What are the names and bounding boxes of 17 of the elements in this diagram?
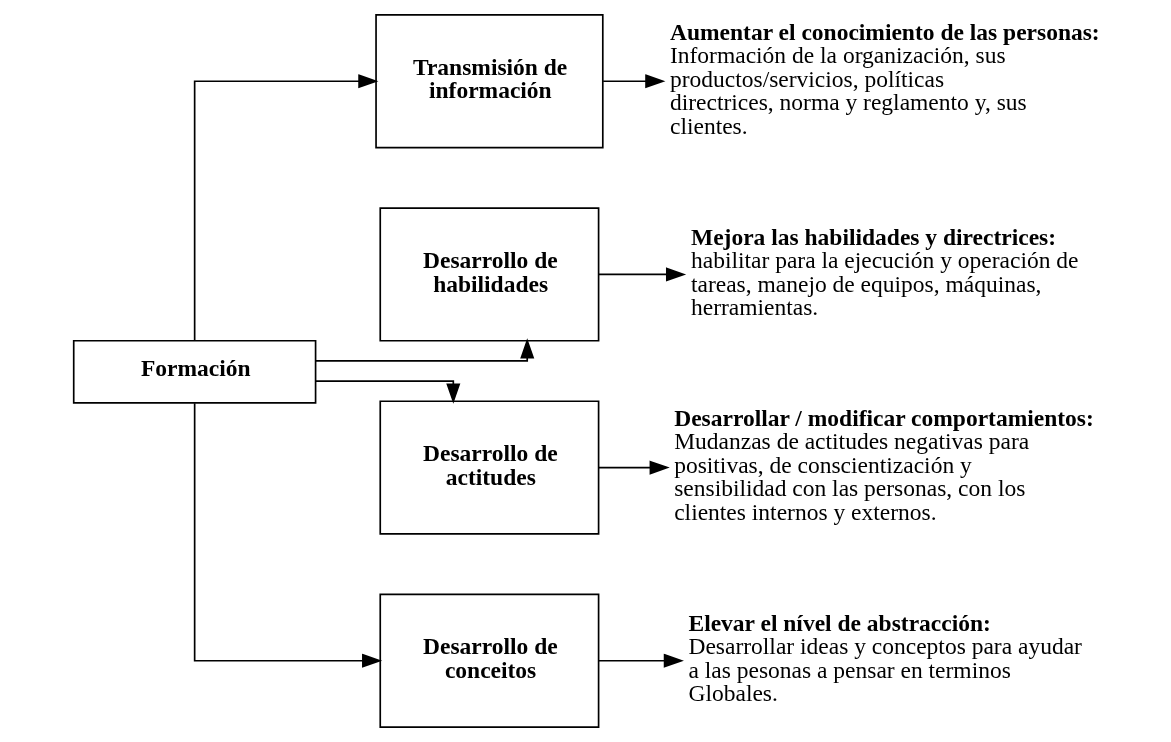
arrow [193,402,382,668]
node-text: Aumentar el conocimiento de las personas: Información de la organización, sus productos/servicios, políticas directrices, norma y reglamento y, sus clientes. [669,18,1100,139]
arrow [601,74,665,89]
node-box: Desarrollo de actitudes [378,400,599,535]
arrow [597,460,670,475]
arrow [597,267,686,282]
arrow [314,338,534,362]
node-box: Desarrollo de habilidades [378,207,599,342]
arrow [597,653,684,668]
node-box: Desarrollo de conceitos [378,593,599,728]
arrow [314,380,460,404]
node-text: Desarrollar / modificar comportamientos: Mudanzas de actitudes negativas para positivas, de conscientización y sensibilidad con las personas, con los clientes internos y externos. [673,404,1094,525]
node-box: Formación [72,339,316,404]
node-text: Elevar el nível de abstracción: Desarrollar ideas y conceptos para ayudar a las pesonas a pensar en terminos Globales. [687,609,1082,707]
arrow [193,74,378,342]
node-box: Transmisión de información [374,14,604,149]
node-text: Mejora las habilidades y directrices: habilitar para la ejecución y operación de tareas, manejo de equipos, máquinas, herramientas. [690,223,1079,321]
